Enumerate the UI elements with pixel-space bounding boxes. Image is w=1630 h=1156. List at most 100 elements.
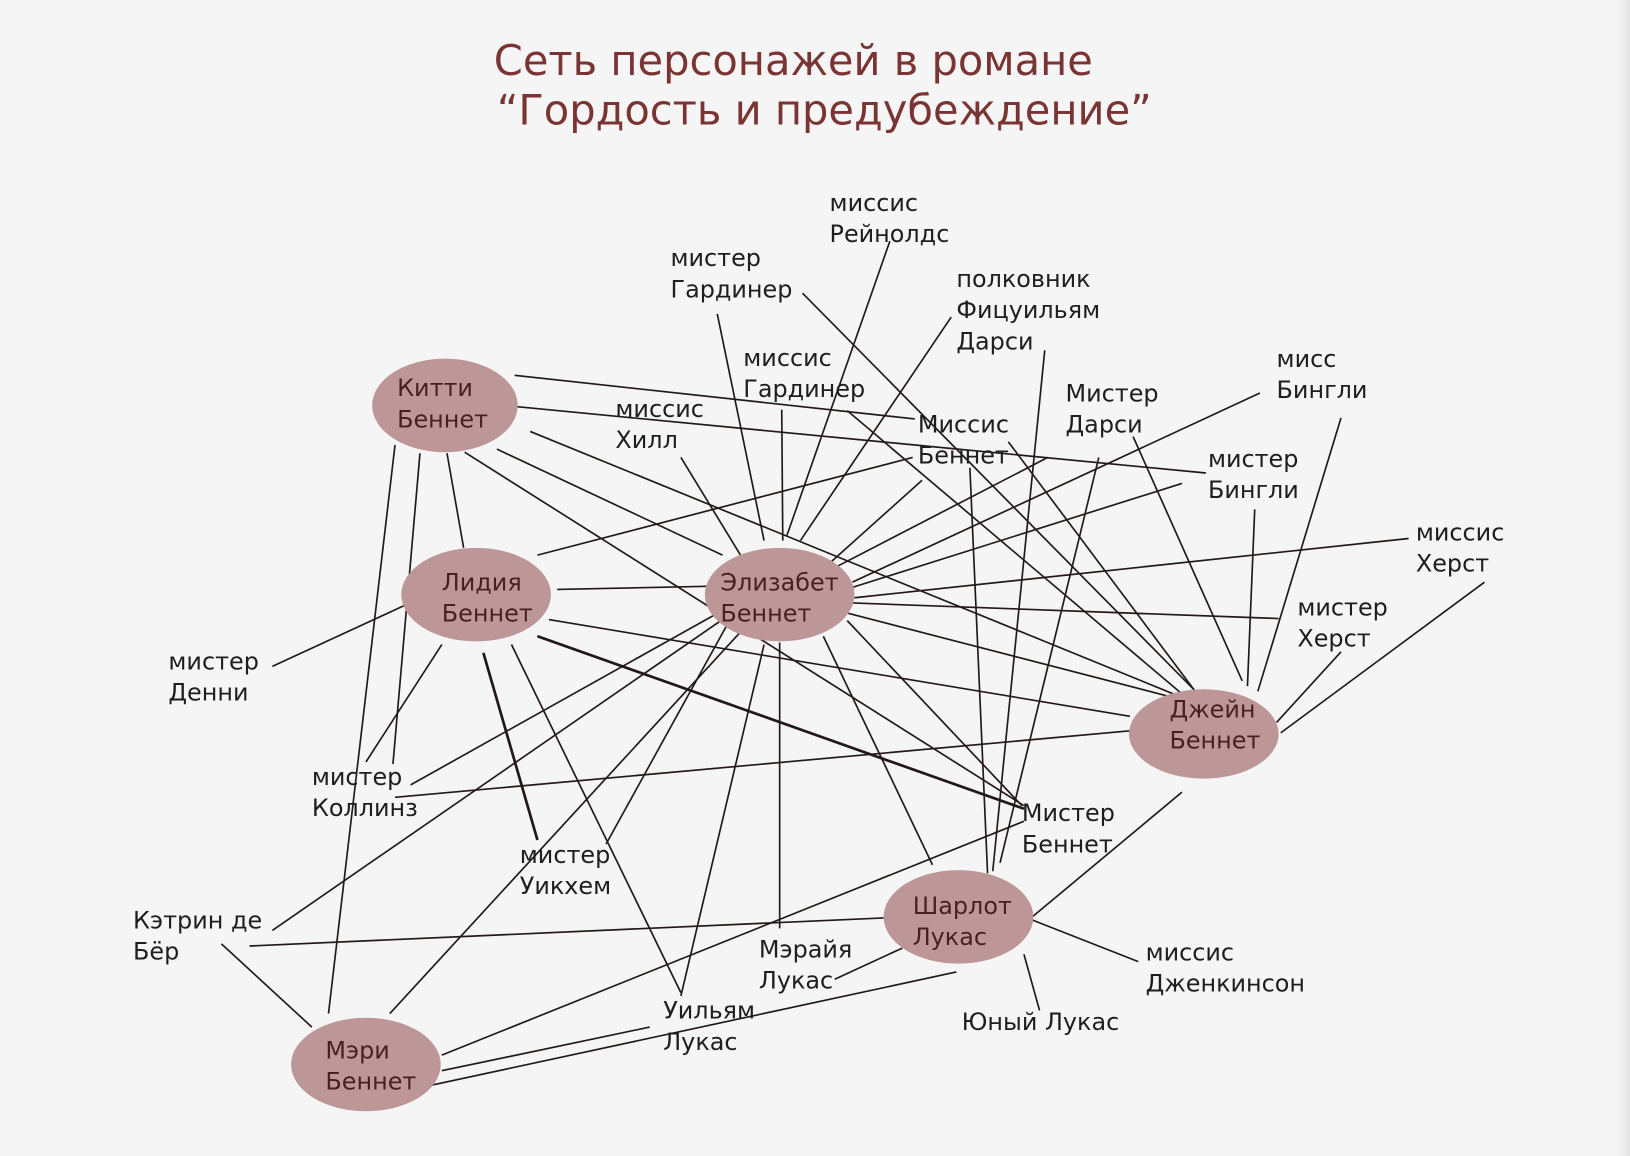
edge-fitzwilliam-charlotte (991, 350, 1046, 872)
label-line: миссис (615, 395, 703, 423)
label-line: миссис (830, 189, 918, 217)
label-line: Дарси (1066, 410, 1143, 438)
edge-mr_hurst-jane (1275, 651, 1342, 724)
label-line: Мистер (1022, 799, 1115, 827)
label-line: мистер (1208, 445, 1298, 473)
edge-elizabeth-mrs_gardiner (780, 409, 784, 541)
label-line: мистер (671, 244, 761, 272)
label-line: Хилл (615, 426, 677, 454)
edge-miss_bingley-jane (1257, 417, 1342, 692)
label-line: мистер (520, 841, 610, 869)
label-line: Юный Лукас (962, 1008, 1120, 1036)
edge-elizabeth-mrs_bennet (831, 479, 923, 562)
edge-bingley-jane (1246, 509, 1256, 687)
node-ellipse (372, 358, 518, 453)
edge-elizabeth-bingley (852, 482, 1183, 589)
label-line: мистер (312, 763, 402, 791)
label-line: Лидия (442, 568, 522, 596)
label-line: Шарлот (913, 892, 1012, 920)
node-ellipse (883, 870, 1034, 964)
edge-darcy-jane (1132, 436, 1244, 682)
label-line: Бингли (1208, 476, 1299, 504)
label-line: мистер (168, 647, 258, 675)
edges-layer (220, 240, 1485, 1088)
edge-elizabeth-jane (848, 612, 1170, 698)
edge-elizabeth-william_lucas (680, 644, 765, 997)
label-line: мистер (1297, 593, 1387, 621)
edge-lydia-mr_bennet (536, 634, 1025, 811)
edge-charlotte-jenkinson (1031, 919, 1139, 963)
node-ellipse (291, 1017, 441, 1112)
label-line: Мистер (1066, 379, 1159, 407)
label-line: Мэрайя (759, 935, 852, 963)
edge-kitty-mary (327, 444, 396, 1014)
edge-elizabeth-hill (680, 456, 746, 562)
edge-kitty-elizabeth (496, 448, 723, 556)
edge-lydia-elizabeth (557, 585, 707, 591)
label-line: Джейн (1169, 695, 1255, 723)
edge-darcy-charlotte (999, 457, 1100, 864)
label-line: миссис (743, 344, 831, 372)
edge-mrs_bennet-charlotte (969, 467, 989, 874)
edge-william_lucas-mary (441, 1026, 650, 1072)
label-line: Херст (1416, 550, 1489, 578)
label-line: миссис (1416, 519, 1504, 547)
edge-lydia-wickham (482, 652, 539, 841)
edge-mrs_hurst-jane (1280, 581, 1485, 734)
label-line: Лукас (663, 1028, 737, 1056)
label-line: Коллинз (312, 794, 418, 822)
edge-elizabeth-reynolds (786, 240, 891, 536)
label-line: Дарси (956, 327, 1033, 355)
character-node-young_lucas: Юный Лукас (962, 1008, 1120, 1036)
label-line: Миссис (918, 410, 1009, 438)
edge-lydia-mrs_bennet (537, 456, 913, 556)
edge-lydia-collins (365, 644, 443, 763)
label-line: Дженкинсон (1146, 970, 1305, 998)
edge-charlotte-de_bourgh (249, 917, 884, 947)
label-line: Элизабет (720, 568, 838, 596)
edge-kitty-jane (529, 430, 1175, 696)
edge-elizabeth-mary (389, 628, 744, 1015)
label-line: Кэтрин де (133, 906, 262, 934)
edge-kitty-lydia (446, 453, 465, 548)
label-line: Бингли (1277, 376, 1368, 404)
edge-elizabeth-mrs_hurst (854, 537, 1409, 599)
edge-elizabeth-collins (410, 612, 718, 786)
label-line: миссис (1146, 939, 1234, 967)
node-ellipse (704, 547, 855, 642)
edge-elizabeth-fitzwilliam (799, 316, 952, 542)
edge-charlotte-maria (834, 947, 903, 981)
edge-charlotte-young_lucas (1023, 954, 1041, 1011)
